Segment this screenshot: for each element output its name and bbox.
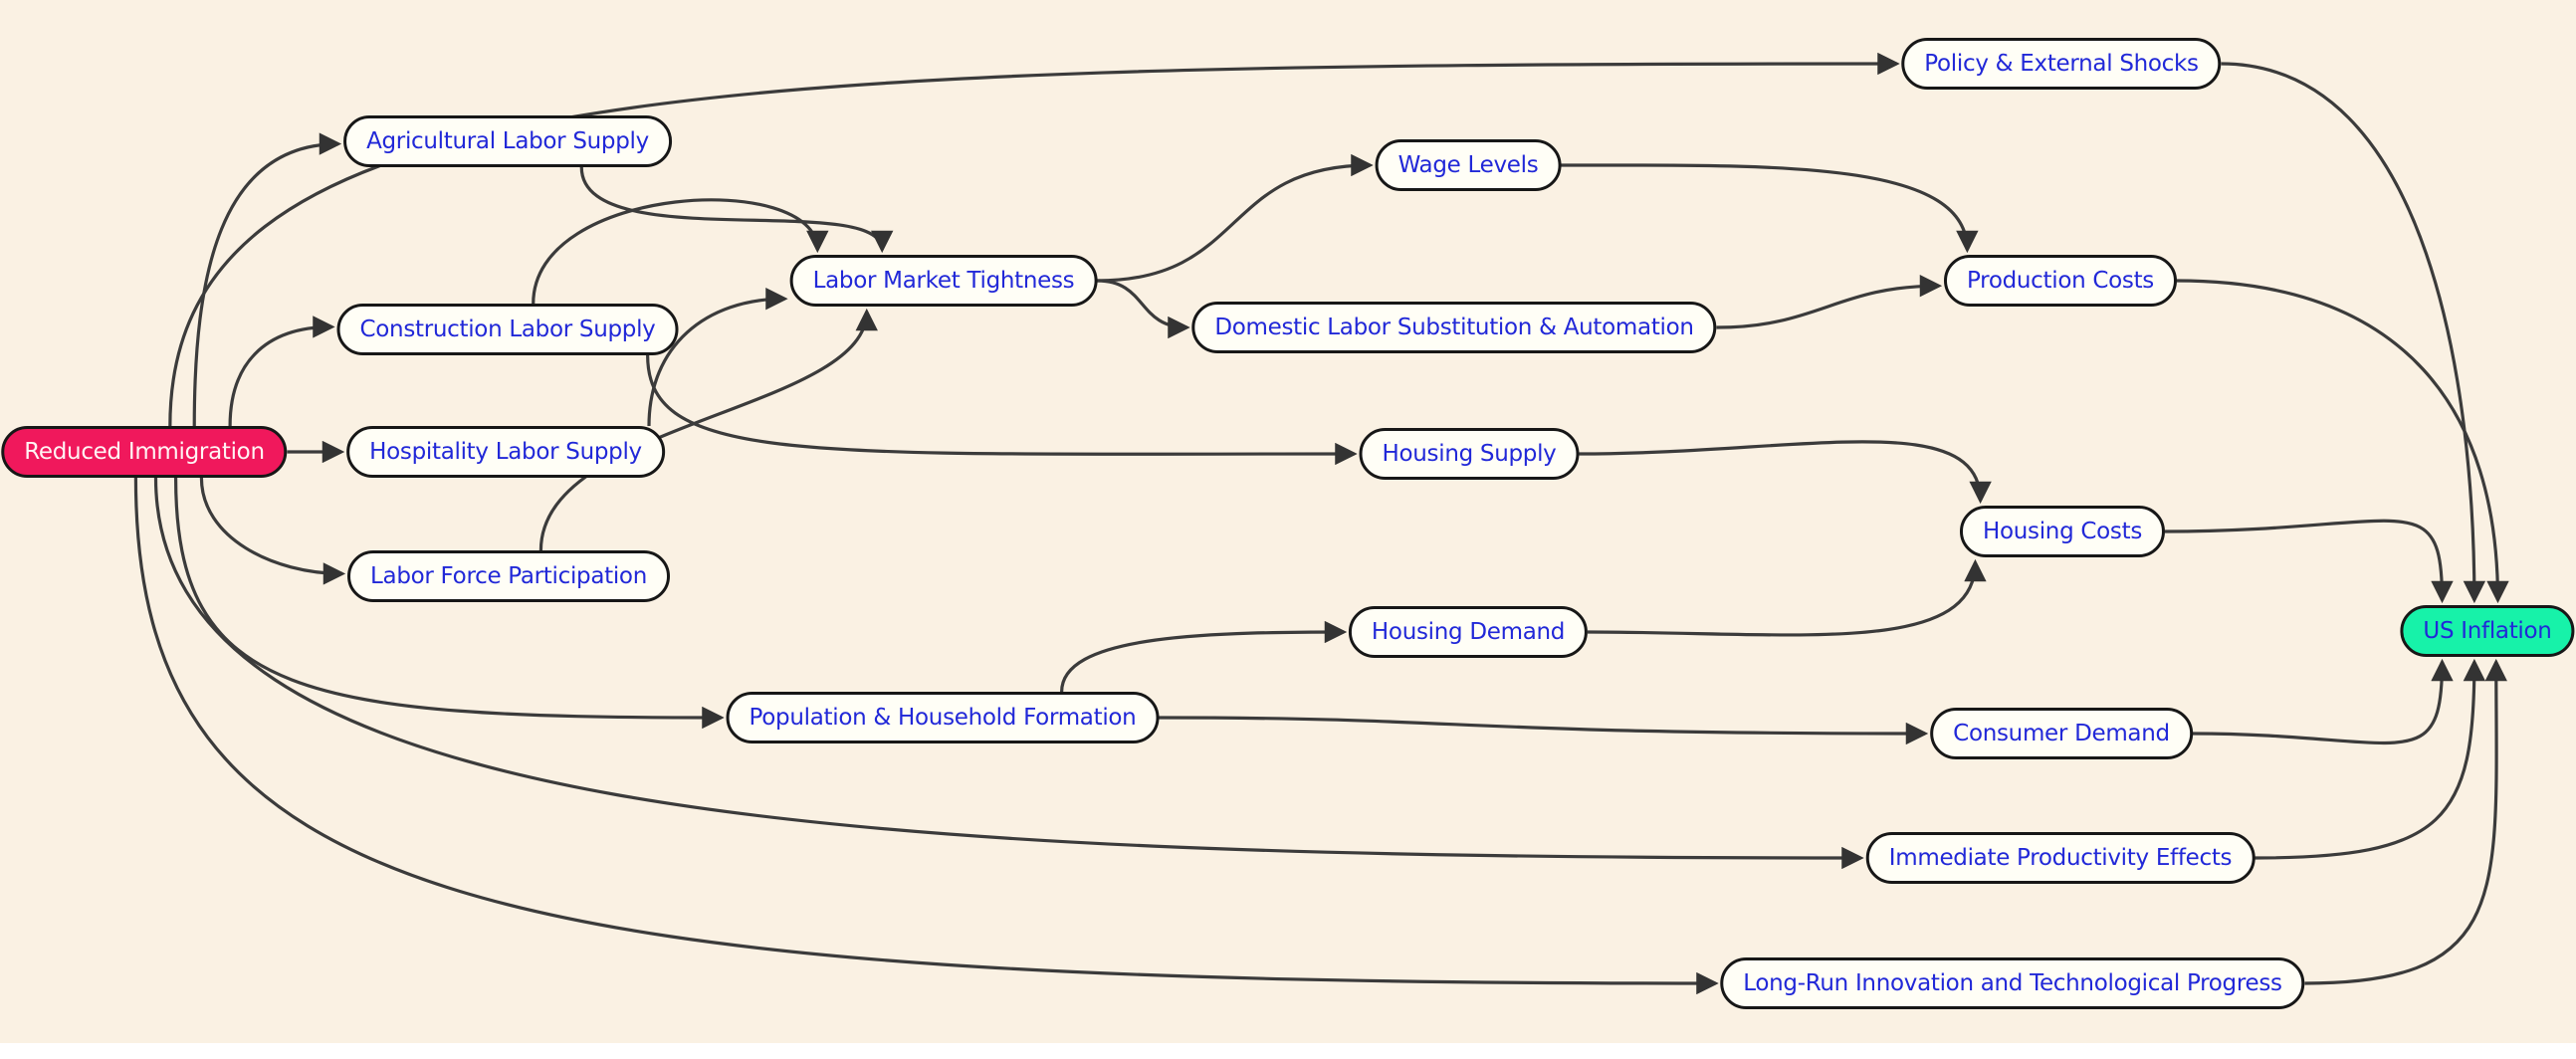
node-housing-costs: Housing Costs xyxy=(1959,506,2166,557)
node-label: Labor Market Tightness xyxy=(812,268,1075,294)
edge-policy-external-shocks-to-us-inflation xyxy=(2221,62,2486,604)
node-domestic-labor-substitution: Domestic Labor Substitution & Automation xyxy=(1191,302,1717,353)
node-label: Agricultural Labor Supply xyxy=(366,128,649,154)
edge-reduced-immigration-to-population-household-formation xyxy=(173,477,725,730)
edge-immediate-productivity-effects-to-us-inflation xyxy=(2254,658,2486,860)
edge-population-household-formation-to-housing-demand xyxy=(1060,620,1348,693)
node-label: Construction Labor Supply xyxy=(359,317,656,342)
node-reduced-immigration: Reduced Immigration xyxy=(1,426,288,478)
edge-housing-supply-to-housing-costs xyxy=(1579,440,1992,505)
edge-labor-market-tightness-to-domestic-labor-substitution xyxy=(1097,279,1190,339)
node-label: Housing Demand xyxy=(1371,619,1566,645)
edge-consumer-demand-to-us-inflation xyxy=(2192,658,2454,745)
node-population-household-formation: Population & Household Formation xyxy=(726,692,1160,743)
edge-wage-levels-to-production-costs xyxy=(1561,163,1979,254)
node-label: Consumer Demand xyxy=(1953,721,2170,746)
node-label: Population & Household Formation xyxy=(749,705,1137,731)
edge-construction-labor-supply-to-housing-supply xyxy=(646,354,1358,466)
edge-agricultural-labor-supply-to-labor-market-tightness xyxy=(579,166,894,254)
node-policy-external-shocks: Policy & External Shocks xyxy=(1901,38,2222,90)
node-label: Immediate Productivity Effects xyxy=(1888,845,2233,871)
node-housing-supply: Housing Supply xyxy=(1359,428,1580,480)
node-consumer-demand: Consumer Demand xyxy=(1930,708,2193,759)
node-construction-labor-supply: Construction Labor Supply xyxy=(336,304,679,355)
edge-reduced-immigration-to-labor-force-participation xyxy=(199,477,346,585)
edge-reduced-immigration-to-agricultural-labor-supply xyxy=(192,132,342,427)
edge-reduced-immigration-to-immediate-productivity-effects xyxy=(153,477,1864,870)
edge-labor-force-participation-to-labor-market-tightness xyxy=(538,308,878,551)
node-hospitality-labor-supply: Hospitality Labor Supply xyxy=(346,426,665,478)
node-production-costs: Production Costs xyxy=(1944,255,2177,307)
edge-population-household-formation-to-consumer-demand xyxy=(1159,716,1929,745)
node-label: Hospitality Labor Supply xyxy=(369,439,642,465)
node-label: Long-Run Innovation and Technological Pr… xyxy=(1743,970,2282,996)
node-label: Production Costs xyxy=(1967,268,2154,294)
node-labor-market-tightness: Labor Market Tightness xyxy=(789,255,1098,307)
node-agricultural-labor-supply: Agricultural Labor Supply xyxy=(343,115,672,167)
edge-reduced-immigration-to-construction-labor-supply xyxy=(228,316,335,427)
edge-housing-costs-to-us-inflation xyxy=(2164,519,2454,604)
node-label: Reduced Immigration xyxy=(24,439,265,465)
node-housing-demand: Housing Demand xyxy=(1348,606,1589,658)
node-label: Wage Levels xyxy=(1397,152,1539,178)
node-label: Labor Force Participation xyxy=(370,563,647,589)
node-labor-force-participation: Labor Force Participation xyxy=(347,550,670,602)
node-long-run-innovation: Long-Run Innovation and Technological Pr… xyxy=(1720,957,2305,1009)
edge-construction-labor-supply-to-labor-market-tightness xyxy=(532,198,829,305)
edge-production-costs-to-us-inflation xyxy=(2176,279,2509,604)
node-us-inflation: US Inflation xyxy=(2400,605,2575,657)
node-label: Housing Supply xyxy=(1382,441,1557,467)
edge-domestic-labor-substitution-to-production-costs xyxy=(1716,275,1943,329)
node-label: Policy & External Shocks xyxy=(1924,51,2199,77)
edge-hospitality-labor-supply-to-labor-market-tightness xyxy=(647,288,788,427)
edge-reduced-immigration-to-long-run-innovation xyxy=(133,477,1719,995)
node-label: US Inflation xyxy=(2423,618,2552,644)
node-wage-levels: Wage Levels xyxy=(1375,139,1562,191)
edge-housing-demand-to-housing-costs xyxy=(1587,558,1987,637)
edge-labor-market-tightness-to-wage-levels xyxy=(1097,153,1374,283)
edge-long-run-innovation-to-us-inflation xyxy=(2304,658,2507,985)
node-label: Domestic Labor Substitution & Automation xyxy=(1214,315,1694,340)
node-label: Housing Costs xyxy=(1982,519,2143,544)
node-immediate-productivity-effects: Immediate Productivity Effects xyxy=(1865,832,2255,884)
